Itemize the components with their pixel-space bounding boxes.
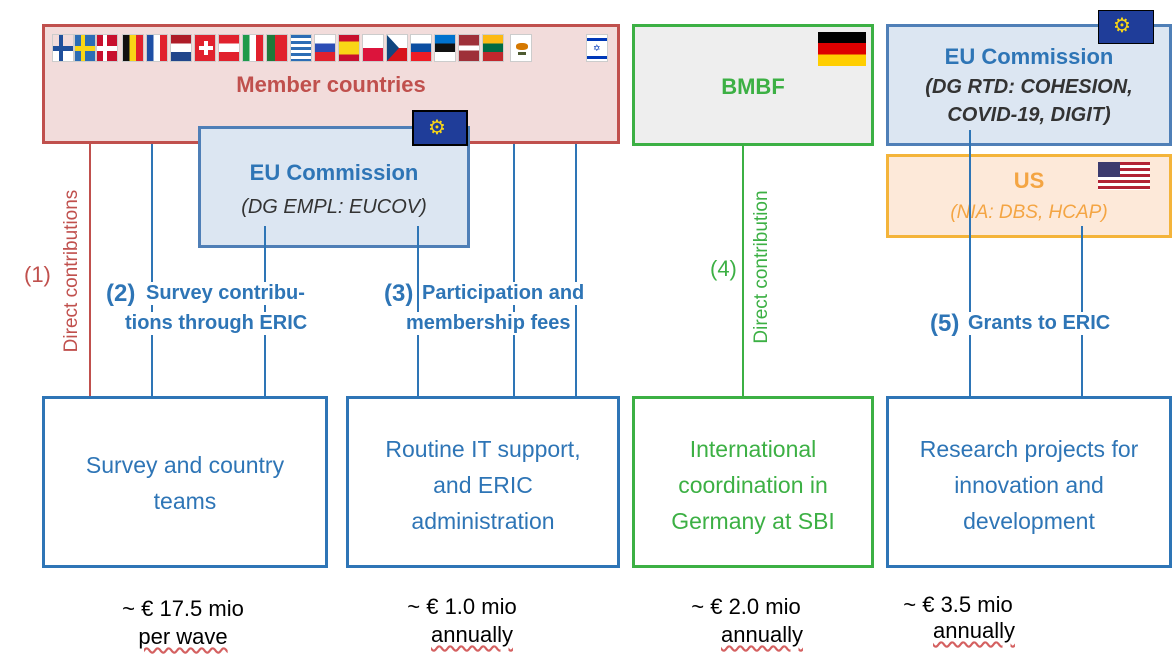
flow-4-label: Direct contribution xyxy=(751,190,772,344)
flow-1-number: (1) xyxy=(24,262,51,287)
us-title: US xyxy=(1013,168,1045,193)
eu-commission-rtd-subtitle-2: COVID-19, DIGIT) xyxy=(947,104,1111,126)
eu-flag-icon: ⚙ xyxy=(1098,10,1154,44)
flag-sweden-icon xyxy=(74,34,96,62)
amount-it-period-text: annually xyxy=(431,622,513,647)
target-survey-teams-box xyxy=(42,396,328,568)
member-countries-title: Member countries xyxy=(236,72,426,97)
amount-survey-period: per wave xyxy=(88,624,278,650)
flag-lithuania-icon xyxy=(482,34,504,62)
target-research-box xyxy=(886,396,1172,568)
flag-czechia-icon xyxy=(386,34,408,62)
bmbf-title: BMBF xyxy=(721,74,785,99)
eu-commission-empl-title: EU Commission xyxy=(249,160,419,185)
target-coordination-line3: Germany at SBI xyxy=(671,508,835,534)
amount-it: ~ € 1.0 mio xyxy=(407,594,517,619)
eu-commission-empl-subtitle: (DG EMPL: EUCOV) xyxy=(241,196,427,218)
amount-survey-period-text: per wave xyxy=(138,624,228,649)
target-it-support-line3: administration xyxy=(411,508,555,534)
eu-commission-empl-box xyxy=(198,126,470,248)
flag-slovenia-icon xyxy=(314,34,336,62)
target-it-support-line1: Routine IT support, xyxy=(385,436,581,462)
us-flag-icon xyxy=(1098,162,1150,190)
flag-switzerland-icon xyxy=(194,34,216,62)
target-research-line1: Research projects for xyxy=(919,436,1139,462)
flow-2-number: (2) xyxy=(106,280,136,307)
flag-poland-icon xyxy=(362,34,384,62)
target-research-line3: development xyxy=(963,508,1095,534)
flow-5-number: (5) xyxy=(930,310,960,337)
eu-flag-icon: ⚙ xyxy=(412,110,468,146)
target-it-support-box xyxy=(346,396,620,568)
flow-2-line1: Survey contribu- xyxy=(146,282,305,305)
amount-coordination-period-text: annually xyxy=(721,622,803,647)
us-subtitle: (NIA: DBS, HCAP) xyxy=(950,202,1108,223)
us-box xyxy=(886,154,1172,238)
flag-latvia-icon xyxy=(458,34,480,62)
amount-research-period-text: annually xyxy=(933,618,1015,643)
flag-netherlands-icon xyxy=(170,34,192,62)
flow-3-line2: membership fees xyxy=(406,312,571,335)
flag-portugal-icon xyxy=(266,34,288,62)
amount-coordination: ~ € 2.0 mio xyxy=(691,594,801,619)
flow-3-number: (3) xyxy=(384,280,414,307)
flag-estonia-icon xyxy=(434,34,456,62)
amount-survey: ~ € 17.5 mio xyxy=(122,596,244,621)
eu-commission-rtd-title: EU Commission xyxy=(944,44,1114,69)
flag-belgium-icon xyxy=(122,34,144,62)
flag-greece-icon xyxy=(290,34,312,62)
flow-2-line2: tions through ERIC xyxy=(125,312,308,335)
target-survey-teams-line2: teams xyxy=(153,488,217,514)
flag-cyprus-icon xyxy=(510,34,532,62)
flow-5-label: Grants to ERIC xyxy=(968,312,1111,335)
target-it-support-line2: and ERIC xyxy=(433,472,533,498)
flow-3-line1: Participation and xyxy=(422,282,585,305)
germany-flag-icon xyxy=(818,32,866,66)
flow-4-number: (4) xyxy=(710,256,737,281)
flag-finland-icon xyxy=(52,34,74,62)
flag-austria-icon xyxy=(218,34,240,62)
flag-israel-icon: ✡ xyxy=(586,34,608,62)
amount-research: ~ € 3.5 mio xyxy=(903,592,1013,617)
flow-1-label: Direct contributions xyxy=(61,189,82,353)
target-coordination-line1: International xyxy=(689,436,817,462)
target-coordination-box xyxy=(632,396,874,568)
amount-it-period: annually xyxy=(386,622,558,648)
flag-france-icon xyxy=(146,34,168,62)
target-coordination-line2: coordination in xyxy=(678,472,828,498)
target-survey-teams-line1: Survey and country xyxy=(85,452,285,478)
flag-italy-icon xyxy=(242,34,264,62)
amount-coordination-period: annually xyxy=(676,622,848,648)
eu-commission-rtd-box xyxy=(886,24,1172,146)
amount-research-period: annually xyxy=(888,618,1060,644)
flag-slovakia-icon xyxy=(410,34,432,62)
flag-spain-icon xyxy=(338,34,360,62)
target-research-line2: innovation and xyxy=(954,472,1104,498)
flag-denmark-icon xyxy=(96,34,118,62)
eu-commission-rtd-subtitle-1: (DG RTD: COHESION, xyxy=(925,76,1133,98)
